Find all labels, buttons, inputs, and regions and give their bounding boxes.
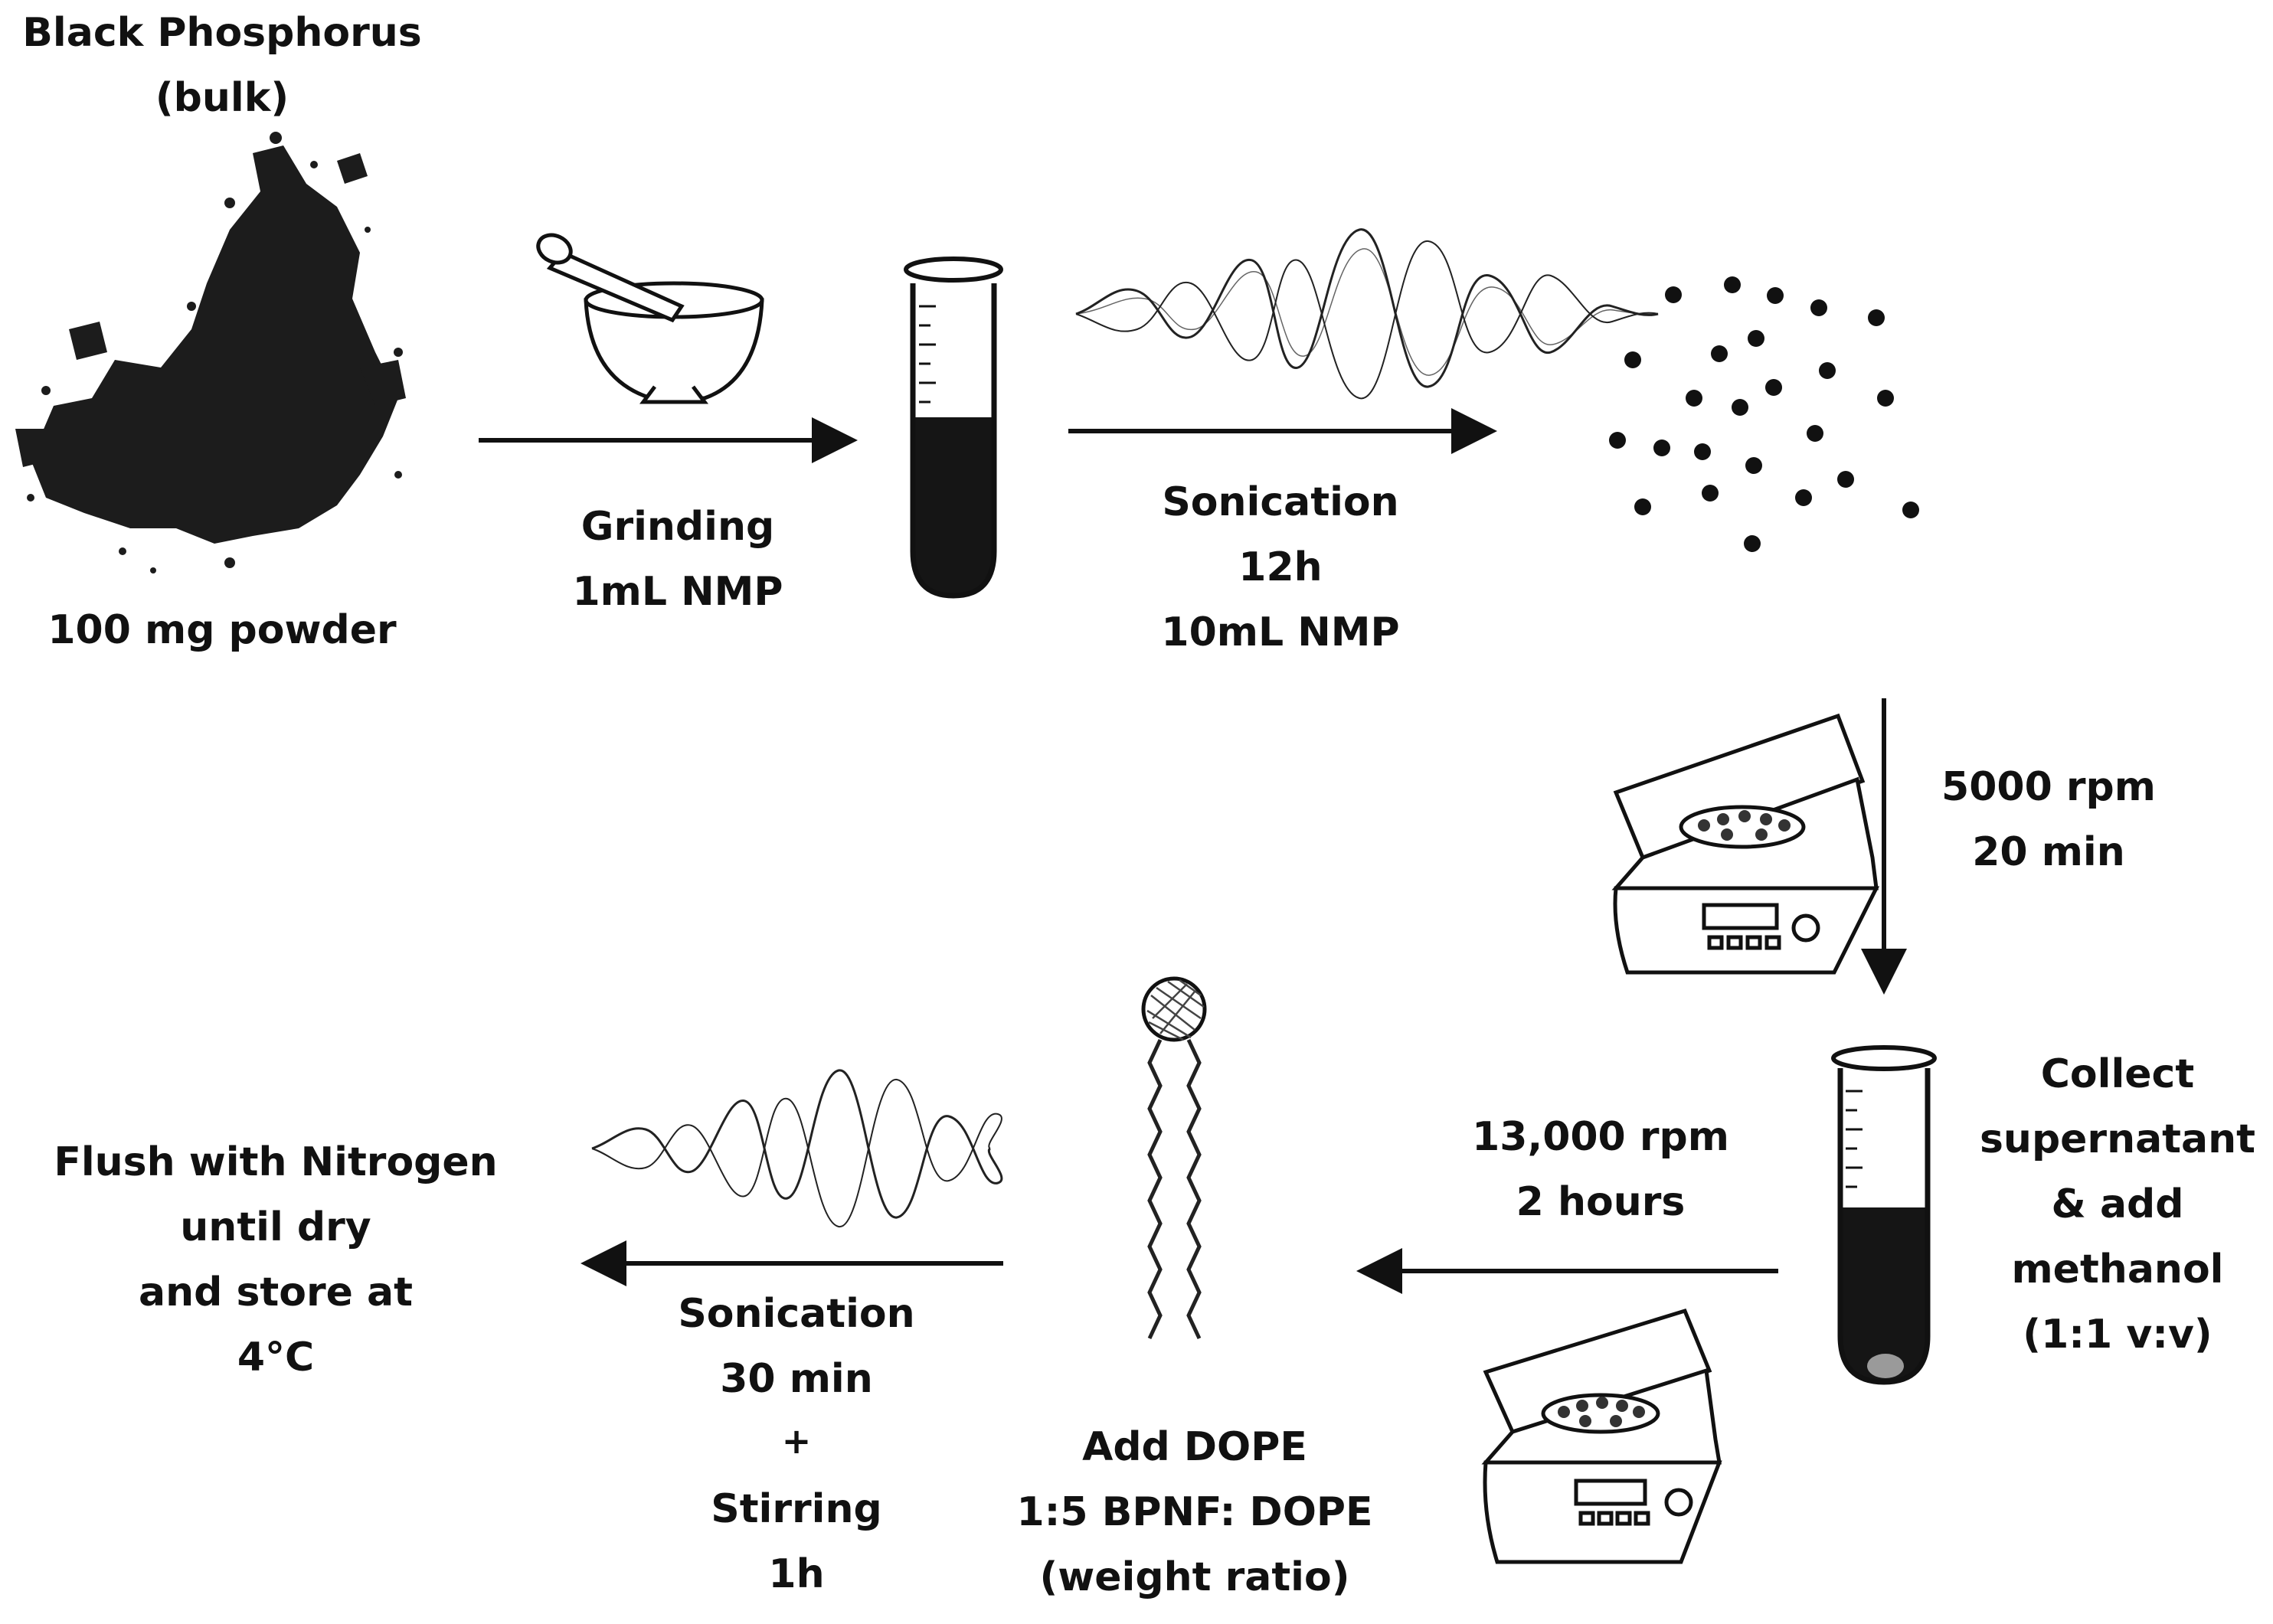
final-line1: Flush with Nitrogen [54, 1139, 497, 1185]
collect-line5: (1:1 v:v) [2023, 1312, 2212, 1358]
centrifuge-icon [1611, 713, 1880, 975]
final-line4: 4°C [237, 1335, 314, 1381]
centrifuge2-time-label: 2 hours [1516, 1179, 1686, 1225]
mortar-pestle-icon [536, 233, 764, 404]
centrifuge-icon [1481, 1308, 1722, 1564]
sonication1-label: Sonication [1162, 479, 1398, 525]
grinding-label: Grinding [581, 504, 774, 550]
start-title-line2: (bulk) [155, 75, 289, 121]
stirring-label: Stirring [711, 1486, 882, 1532]
sonication2-time-label: 30 min [720, 1356, 873, 1402]
sound-wave-icon [1075, 228, 1659, 400]
plus-sign: + [782, 1420, 812, 1462]
stirring-time-label: 1h [768, 1551, 824, 1597]
collect-line2: supernatant [1980, 1116, 2255, 1162]
lipid-molecule-icon [1141, 976, 1207, 1340]
dope-ratio-label: 1:5 BPNF: DOPE [1016, 1489, 1372, 1535]
final-line2: until dry [180, 1204, 371, 1250]
collect-line3: & add [2052, 1181, 2184, 1227]
collect-line4: methanol [2012, 1247, 2224, 1292]
sonication1-time-label: 12h [1238, 544, 1322, 590]
centrifuge1-time-label: 20 min [1972, 829, 2125, 875]
sonication2-label: Sonication [678, 1291, 914, 1337]
black-phosphorus-powder-icon [15, 132, 406, 573]
dope-ratio-note: (weight ratio) [1039, 1554, 1349, 1600]
centrifuge1-speed-label: 5000 rpm [1941, 764, 2156, 810]
start-title-line1: Black Phosphorus [22, 10, 421, 56]
start-amount-label: 100 mg powder [47, 607, 397, 653]
test-tube-icon [904, 257, 1003, 599]
dope-label: Add DOPE [1082, 1424, 1307, 1470]
test-tube-icon [1831, 1045, 1937, 1385]
centrifuge2-speed-label: 13,000 rpm [1472, 1114, 1729, 1160]
sonication1-volume-label: 10mL NMP [1161, 609, 1399, 655]
grinding-volume-label: 1mL NMP [573, 569, 783, 615]
collect-line1: Collect [2041, 1051, 2194, 1097]
dispersed-nanoflakes-icon [1609, 276, 1919, 552]
sound-wave-icon [591, 1069, 1003, 1228]
final-line3: and store at [139, 1269, 413, 1315]
